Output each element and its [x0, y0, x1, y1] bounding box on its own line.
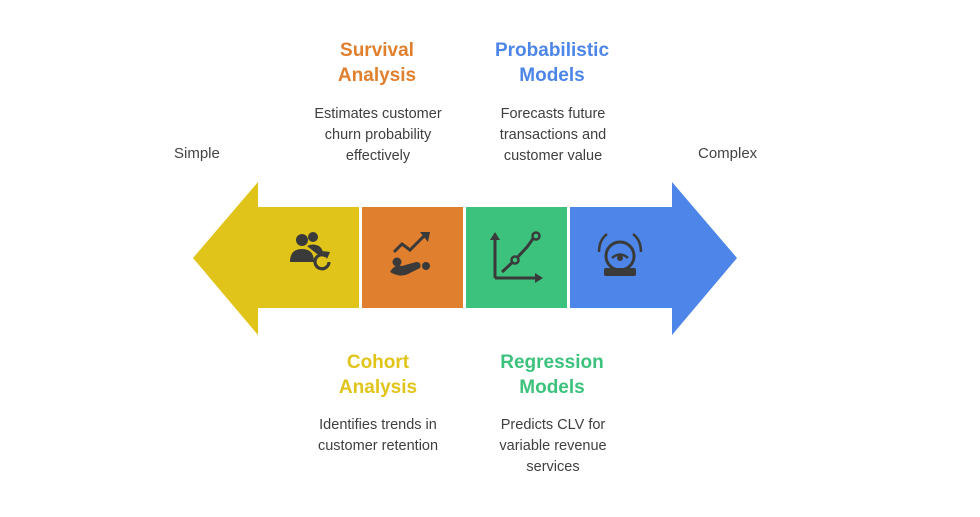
regression-models-description: Predicts CLV for variable revenue servic…: [468, 415, 638, 478]
desc-line: Estimates customer: [314, 106, 442, 122]
title-line: Cohort: [346, 352, 410, 373]
line-chart-icon: [490, 231, 543, 283]
crystal-ball-icon: [597, 233, 643, 276]
desc-line: transactions and: [499, 127, 607, 143]
regression-models-title: Regression Models: [472, 350, 632, 400]
cohort-analysis-title: Cohort Analysis: [298, 350, 458, 400]
probabilistic-models-title: Probabilistic Models: [472, 38, 632, 88]
desc-line: customer value: [503, 148, 603, 164]
title-line: Analysis: [337, 65, 417, 86]
probabilistic-models-description: Forecasts future transactions and custom…: [468, 104, 638, 167]
title-line: Survival: [340, 40, 414, 61]
title-line: Probabilistic: [494, 40, 610, 61]
desc-line: Identifies trends in: [319, 417, 437, 433]
survival-analysis-title: Survival Analysis: [297, 38, 457, 88]
simple-label: Simple: [174, 145, 220, 162]
trend-lifeline-icon: [390, 232, 430, 276]
desc-line: customer retention: [317, 438, 439, 454]
desc-line: effectively: [345, 148, 411, 164]
cohort-analysis-description: Identifies trends in customer retention: [293, 415, 463, 457]
segment-survival: [362, 207, 463, 308]
desc-line: variable revenue: [499, 438, 607, 454]
survival-analysis-description: Estimates customer churn probability eff…: [293, 104, 463, 167]
right-arrow-head: [672, 182, 737, 335]
left-arrow-head: [193, 182, 258, 335]
desc-line: churn probability: [324, 127, 432, 143]
title-line: Analysis: [338, 377, 418, 398]
desc-line: Forecasts future: [500, 106, 606, 122]
title-line: Models: [519, 65, 585, 86]
title-line: Models: [519, 377, 585, 398]
complex-label: Complex: [698, 145, 758, 162]
desc-line: services: [526, 459, 580, 475]
users-refresh-icon: [290, 232, 331, 271]
desc-line: Predicts CLV for: [500, 417, 606, 433]
title-line: Regression: [500, 352, 604, 373]
